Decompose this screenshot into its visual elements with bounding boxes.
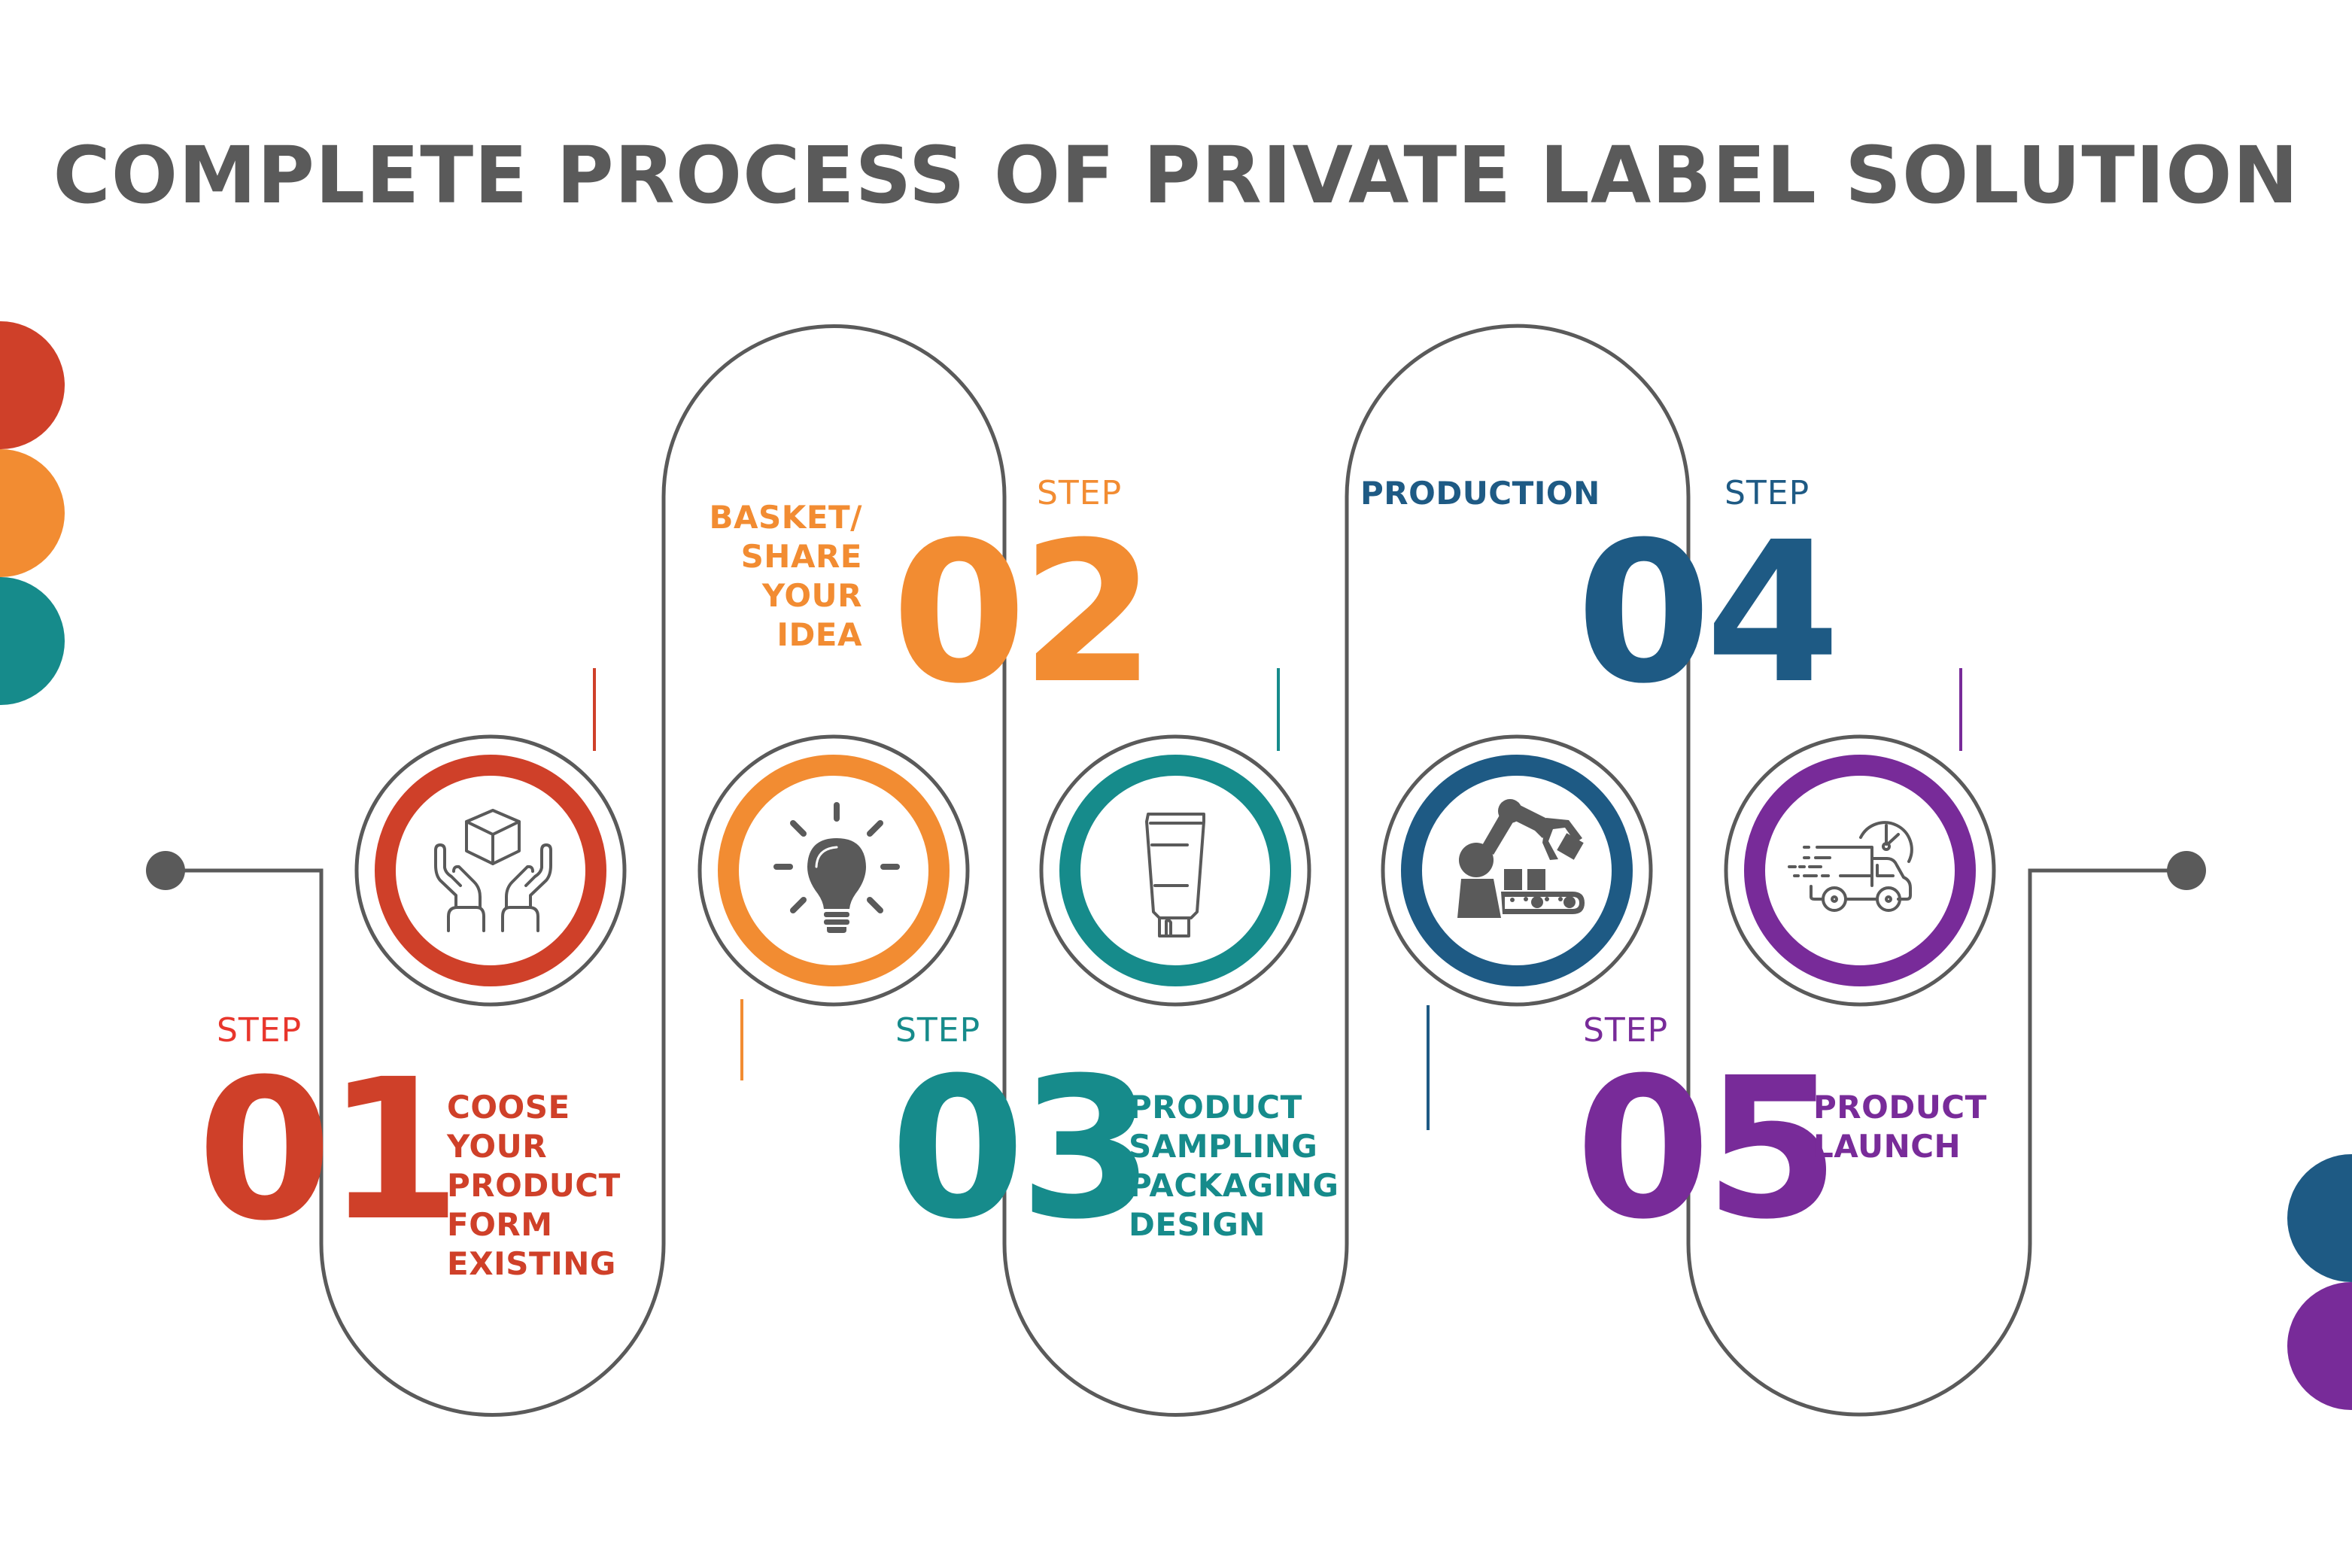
step-5-desc-line: LAUNCH: [1813, 1128, 1962, 1165]
step-3-label: STEP: [895, 1011, 981, 1050]
accent-tick-red: [593, 668, 596, 751]
step-1-desc-line: COOSE: [447, 1089, 570, 1126]
step-3-desc-line: PRODUCT: [1129, 1089, 1302, 1126]
step-5-desc-line: PRODUCT: [1813, 1089, 1987, 1126]
step-3-description: PRODUCT SAMPLING PACKAGING DESIGN: [1129, 1088, 1339, 1244]
step-2-label: STEP: [1037, 474, 1123, 512]
step-5-number: 05: [1576, 1036, 1840, 1262]
step-3-desc-line: DESIGN: [1129, 1206, 1266, 1243]
step-4-number: 04: [1576, 500, 1840, 726]
step-1-desc-line: FORM: [447, 1206, 553, 1243]
step-2-desc-line: IDEA: [776, 616, 862, 653]
accent-tick-purple: [1959, 668, 1962, 751]
step-5-label: STEP: [1583, 1011, 1669, 1050]
process-path-line: [166, 324, 2186, 1417]
step-circle-5: [1724, 734, 1996, 1007]
accent-tick-orange: [740, 999, 743, 1080]
step-circle-3: [1039, 734, 1311, 1007]
step-1-number: 01: [197, 1038, 461, 1263]
step-2-desc-line: BASKET/: [709, 499, 862, 536]
cosmetic-tube-icon: [1145, 813, 1205, 937]
step-1-label: STEP: [217, 1011, 302, 1050]
step-circle-1: [354, 734, 627, 1007]
step-1-desc-line: YOUR: [447, 1128, 548, 1165]
accent-tick-blue: [1427, 1005, 1430, 1130]
path-start-dot: [146, 851, 185, 890]
step-4-label: STEP: [1724, 474, 1810, 512]
step-2-description: BASKET/ SHARE YOUR IDEA: [677, 498, 862, 655]
step-3-desc-line: SAMPLING: [1129, 1128, 1318, 1165]
step-4-desc-line: PRODUCTION: [1360, 475, 1600, 512]
page-title: COMPLETE PROCESS OF PRIVATE LABEL SOLUTI…: [53, 129, 2299, 221]
step-3-number: 03: [890, 1036, 1154, 1262]
step-2-number: 02: [892, 500, 1156, 726]
step-1-description: COOSE YOUR PRODUCT FORM EXISTING: [447, 1088, 621, 1284]
lightbulb-icon: [773, 802, 900, 933]
hands-holding-box-icon: [434, 809, 552, 932]
accent-tick-teal: [1277, 668, 1280, 751]
step-1-desc-line: PRODUCT: [447, 1167, 621, 1204]
step-4-description: PRODUCTION: [1360, 474, 1600, 513]
delivery-truck-clock-icon: [1788, 821, 1913, 912]
path-end-dot: [2167, 851, 2206, 890]
robot-arm-conveyor-icon: [1457, 799, 1585, 918]
step-3-desc-line: PACKAGING: [1129, 1167, 1339, 1204]
step-5-description: PRODUCT LAUNCH: [1813, 1088, 1987, 1166]
step-1-desc-line: EXISTING: [447, 1245, 616, 1282]
step-2-desc-line: SHARE: [740, 538, 862, 575]
step-2-desc-line: YOUR: [761, 577, 862, 614]
